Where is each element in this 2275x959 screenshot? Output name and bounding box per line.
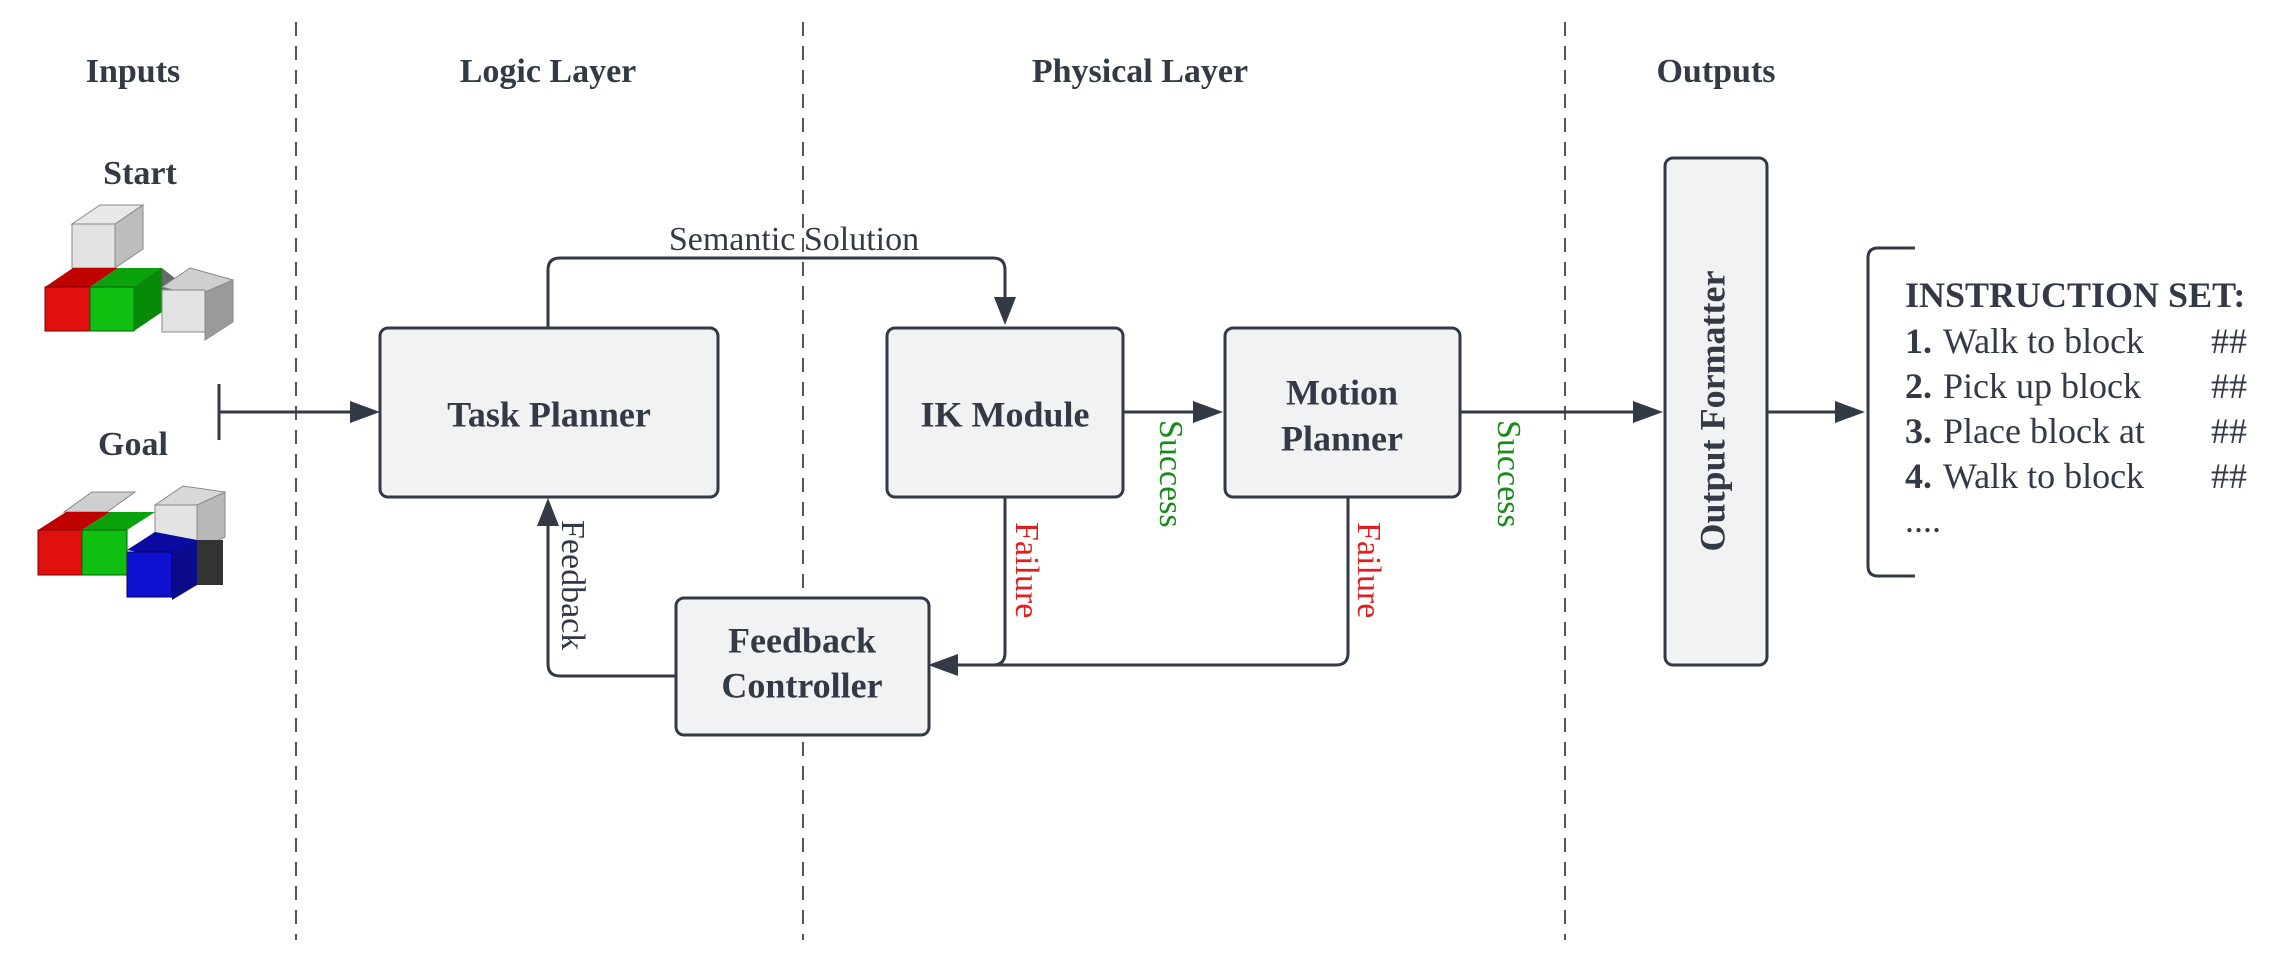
instruction-item-1: 1. Walk to block ## bbox=[1905, 321, 2247, 361]
instruction-text: Pick up block bbox=[1943, 366, 2141, 406]
instruction-set-bracket bbox=[1866, 246, 1915, 578]
feedback-controller-node[interactable] bbox=[674, 596, 931, 737]
instruction-suffix: ## bbox=[2211, 411, 2247, 451]
motion-planner-label-line1: Motion bbox=[1286, 372, 1398, 412]
instruction-suffix: ## bbox=[2211, 321, 2247, 361]
lane-title-logic: Logic Layer bbox=[460, 53, 637, 90]
ik-module-label: IK Module bbox=[920, 394, 1089, 434]
motion-planner-node[interactable] bbox=[1223, 326, 1462, 499]
ik-to-motion-arrowhead bbox=[1193, 401, 1223, 423]
ik-success-label: Success bbox=[1152, 420, 1189, 528]
instruction-number: 2. bbox=[1905, 366, 1932, 406]
task-planner-label: Task Planner bbox=[447, 394, 651, 434]
instruction-text: Place block at bbox=[1943, 411, 2145, 451]
instruction-item-4: 4. Walk to block ## bbox=[1905, 456, 2247, 496]
motion-to-formatter-arrowhead bbox=[1633, 401, 1663, 423]
instruction-set-title: INSTRUCTION SET: bbox=[1905, 275, 2245, 315]
feedback-edge bbox=[546, 523, 676, 678]
instruction-suffix: ## bbox=[2211, 366, 2247, 406]
semantic-solution-arrowhead bbox=[994, 297, 1016, 325]
input-arrowhead bbox=[350, 401, 380, 423]
failure-arrowhead bbox=[928, 654, 958, 676]
ik-module-node[interactable] bbox=[885, 326, 1125, 499]
goal-label: Goal bbox=[98, 426, 168, 463]
motion-planner-label-line2: Planner bbox=[1281, 418, 1403, 458]
feedback-arrowhead bbox=[537, 498, 559, 526]
motion-success-label: Success bbox=[1490, 420, 1527, 528]
feedback-controller-label-line2: Controller bbox=[721, 665, 882, 705]
ik-failure-label: Failure bbox=[1008, 522, 1045, 618]
output-formatter-label: Output Formatter bbox=[1692, 271, 1732, 552]
ik-failure-edge bbox=[955, 497, 1007, 667]
start-blocks-illustration bbox=[44, 204, 235, 341]
start-label: Start bbox=[103, 155, 177, 192]
instruction-item-2: 2. Pick up block ## bbox=[1905, 366, 2247, 406]
instruction-number: 3. bbox=[1905, 411, 1932, 451]
feedback-controller-label-line1: Feedback bbox=[728, 620, 876, 660]
output-formatter-node[interactable] bbox=[1663, 156, 1769, 667]
motion-failure-label: Failure bbox=[1350, 522, 1387, 618]
task-planner-node[interactable] bbox=[378, 326, 720, 499]
instruction-text: Walk to block bbox=[1943, 321, 2144, 361]
lane-title-outputs: Outputs bbox=[1656, 53, 1775, 90]
motion-failure-edge bbox=[955, 497, 1350, 667]
instruction-number: 4. bbox=[1905, 456, 1932, 496]
instruction-number: 1. bbox=[1905, 321, 1932, 361]
formatter-to-instructions-arrowhead bbox=[1835, 401, 1865, 423]
goal-blocks-illustration bbox=[37, 485, 227, 600]
instruction-item-3: 3. Place block at ## bbox=[1905, 411, 2247, 451]
instruction-text: Walk to block bbox=[1943, 456, 2144, 496]
semantic-solution-label: Semantic Solution bbox=[669, 221, 919, 258]
lane-title-physical: Physical Layer bbox=[1032, 53, 1248, 90]
instruction-suffix: ## bbox=[2211, 456, 2247, 496]
semantic-solution-edge bbox=[546, 256, 1007, 328]
feedback-label: Feedback bbox=[554, 520, 591, 650]
lane-title-inputs: Inputs bbox=[86, 53, 181, 90]
instruction-ellipsis: .... bbox=[1905, 500, 1941, 540]
